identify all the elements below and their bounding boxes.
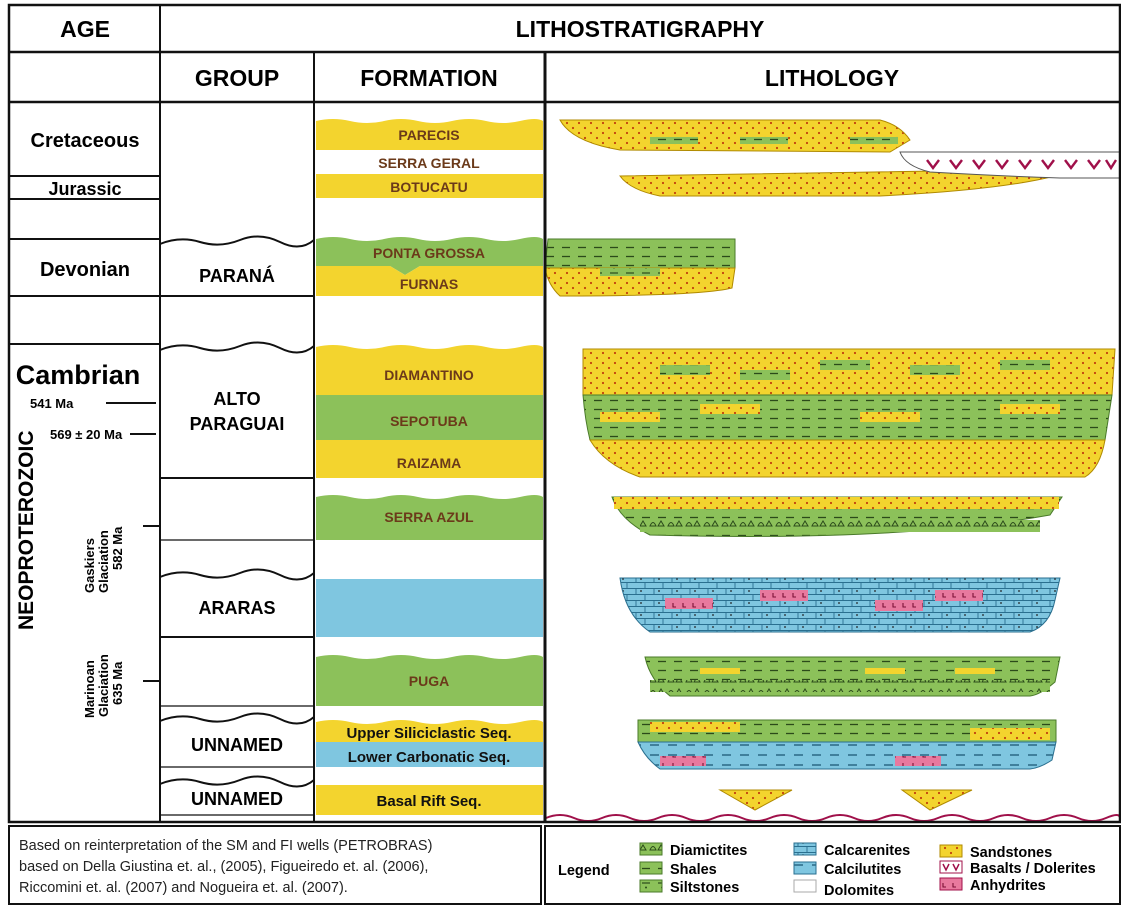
- formation-serra-geral: SERRA GERAL: [378, 155, 480, 171]
- note-line-1: Based on reinterpretation of the SM and …: [19, 838, 432, 854]
- formation-upper-siliciclastic: Upper Siliciclastic Seq.: [346, 725, 511, 742]
- group-alto-paraguai-2: PARAGUAI: [190, 414, 285, 434]
- legend-anhydrites: Anhydrites: [970, 878, 1046, 894]
- formation-lower-carbonatic: Lower Carbonatic Seq.: [348, 749, 511, 766]
- legend-anhydrites-swatch: [940, 878, 962, 890]
- group-unnamed-upper: UNNAMED: [191, 735, 283, 755]
- formation-ponta-grossa: PONTA GROSSA: [373, 245, 485, 261]
- legend-sandstones: Sandstones: [970, 845, 1052, 861]
- legend-diamictites-swatch: [640, 843, 662, 855]
- formation-diamantino: DIAMANTINO: [384, 367, 474, 383]
- gaskiers-glaciation: Glaciation: [96, 530, 111, 593]
- group-parana: PARANÁ: [199, 265, 275, 286]
- legend-basalts-swatch: [940, 861, 962, 873]
- legend-dolomites-swatch: [794, 880, 816, 892]
- formation-furnas: FURNAS: [400, 276, 458, 292]
- marinoan-age: 635 Ma: [110, 661, 125, 705]
- legend-calcilutites-swatch: [794, 862, 816, 874]
- legend-shales: Shales: [670, 862, 717, 878]
- legend-calcilutites: Calcilutites: [824, 862, 901, 878]
- note-line-2: based on Della Giustina et. al., (2005),…: [19, 859, 428, 875]
- age-neoproterozoic: NEOPROTEROZOIC: [15, 430, 38, 630]
- legend-title: Legend: [558, 863, 610, 879]
- marinoan-glaciation: Glaciation: [96, 654, 111, 717]
- legend-diamictites: Diamictites: [670, 843, 747, 859]
- age-541-ma: 541 Ma: [30, 396, 74, 411]
- age-devonian: Devonian: [40, 259, 130, 281]
- age-header: AGE: [60, 16, 110, 42]
- legend-siltstones: Siltstones: [670, 880, 739, 896]
- formation-puga: PUGA: [409, 673, 449, 689]
- group-alto-paraguai-1: ALTO: [213, 389, 260, 409]
- formation-raizama: RAIZAMA: [397, 455, 462, 471]
- age-569-ma: 569 ± 20 Ma: [50, 427, 123, 442]
- legend-sandstones-swatch: [940, 845, 962, 857]
- legend-calcarenites: Calcarenites: [824, 843, 910, 859]
- formation-serra-azul: SERRA AZUL: [384, 509, 474, 525]
- gaskiers-label: Gaskiers: [82, 538, 97, 593]
- formation-basal-rift: Basal Rift Seq.: [376, 793, 481, 810]
- legend-dolomites: Dolomites: [824, 883, 894, 899]
- formation-parecis: PARECIS: [398, 127, 459, 143]
- formation-sepotuba: SEPOTUBA: [390, 413, 468, 429]
- legend-basalts: Basalts / Dolerites: [970, 861, 1096, 877]
- lithology-bodies: [545, 120, 1120, 821]
- gaskiers-age: 582 Ma: [110, 526, 125, 570]
- age-cambrian: Cambrian: [16, 360, 141, 390]
- note-line-3: Riccomini et. al. (2007) and Nogueira et…: [19, 880, 348, 896]
- lithostratigraphy-header: LITHOSTRATIGRAPHY: [516, 16, 765, 42]
- group-unnamed-lower: UNNAMED: [191, 789, 283, 809]
- marinoan-label: Marinoan: [82, 660, 97, 718]
- age-jurassic: Jurassic: [48, 179, 121, 199]
- lithology-header: LITHOLOGY: [765, 65, 899, 91]
- group-araras: ARARAS: [198, 598, 275, 618]
- age-cretaceous: Cretaceous: [31, 130, 140, 152]
- formation-botucatu: BOTUCATU: [390, 179, 468, 195]
- formation-header: FORMATION: [360, 65, 498, 91]
- legend-calcarenites-swatch: [794, 843, 816, 855]
- group-header: GROUP: [195, 65, 279, 91]
- legend-shales-swatch: [640, 862, 662, 874]
- legend-siltstones-swatch: [640, 880, 662, 892]
